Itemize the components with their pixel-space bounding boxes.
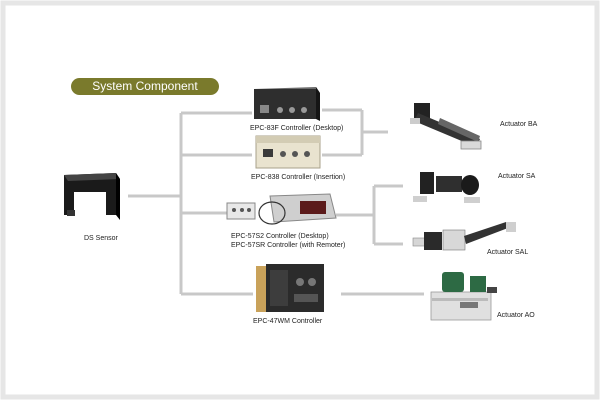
epc-57sr-label: EPC-57SR Controller (with Remoter) [231,242,346,249]
actuator-ao-image [430,272,497,321]
actuator-sal-image [412,222,516,251]
actuator-ao-label: Actuator AO [497,312,535,319]
actuator-sa-label: Actuator SA [498,173,536,180]
epc-838-label: EPC-838 Controller (Insertion) [251,174,346,181]
actuator-sa-image [413,172,480,203]
ds-sensor-image [64,173,120,220]
ds-sensor-label: DS Sensor [84,235,118,242]
actuator-sal-label: Actuator SAL [487,249,529,256]
epc-57-image [226,193,337,225]
epc-47wm-label: EPC-47WM Controller [253,318,323,325]
epc-57s2-label: EPC-57S2 Controller (Desktop) [231,233,329,240]
epc-47wm-image [256,264,324,312]
epc-83f-label: EPC-83F Controller (Desktop) [250,125,344,132]
system-component-title: System Component [71,78,219,95]
connector-lines [128,108,424,296]
actuator-ba-label: Actuator BA [500,121,538,128]
epc-838-image [255,135,321,169]
epc-83f-image [254,87,320,121]
actuator-ba-image [410,103,482,150]
